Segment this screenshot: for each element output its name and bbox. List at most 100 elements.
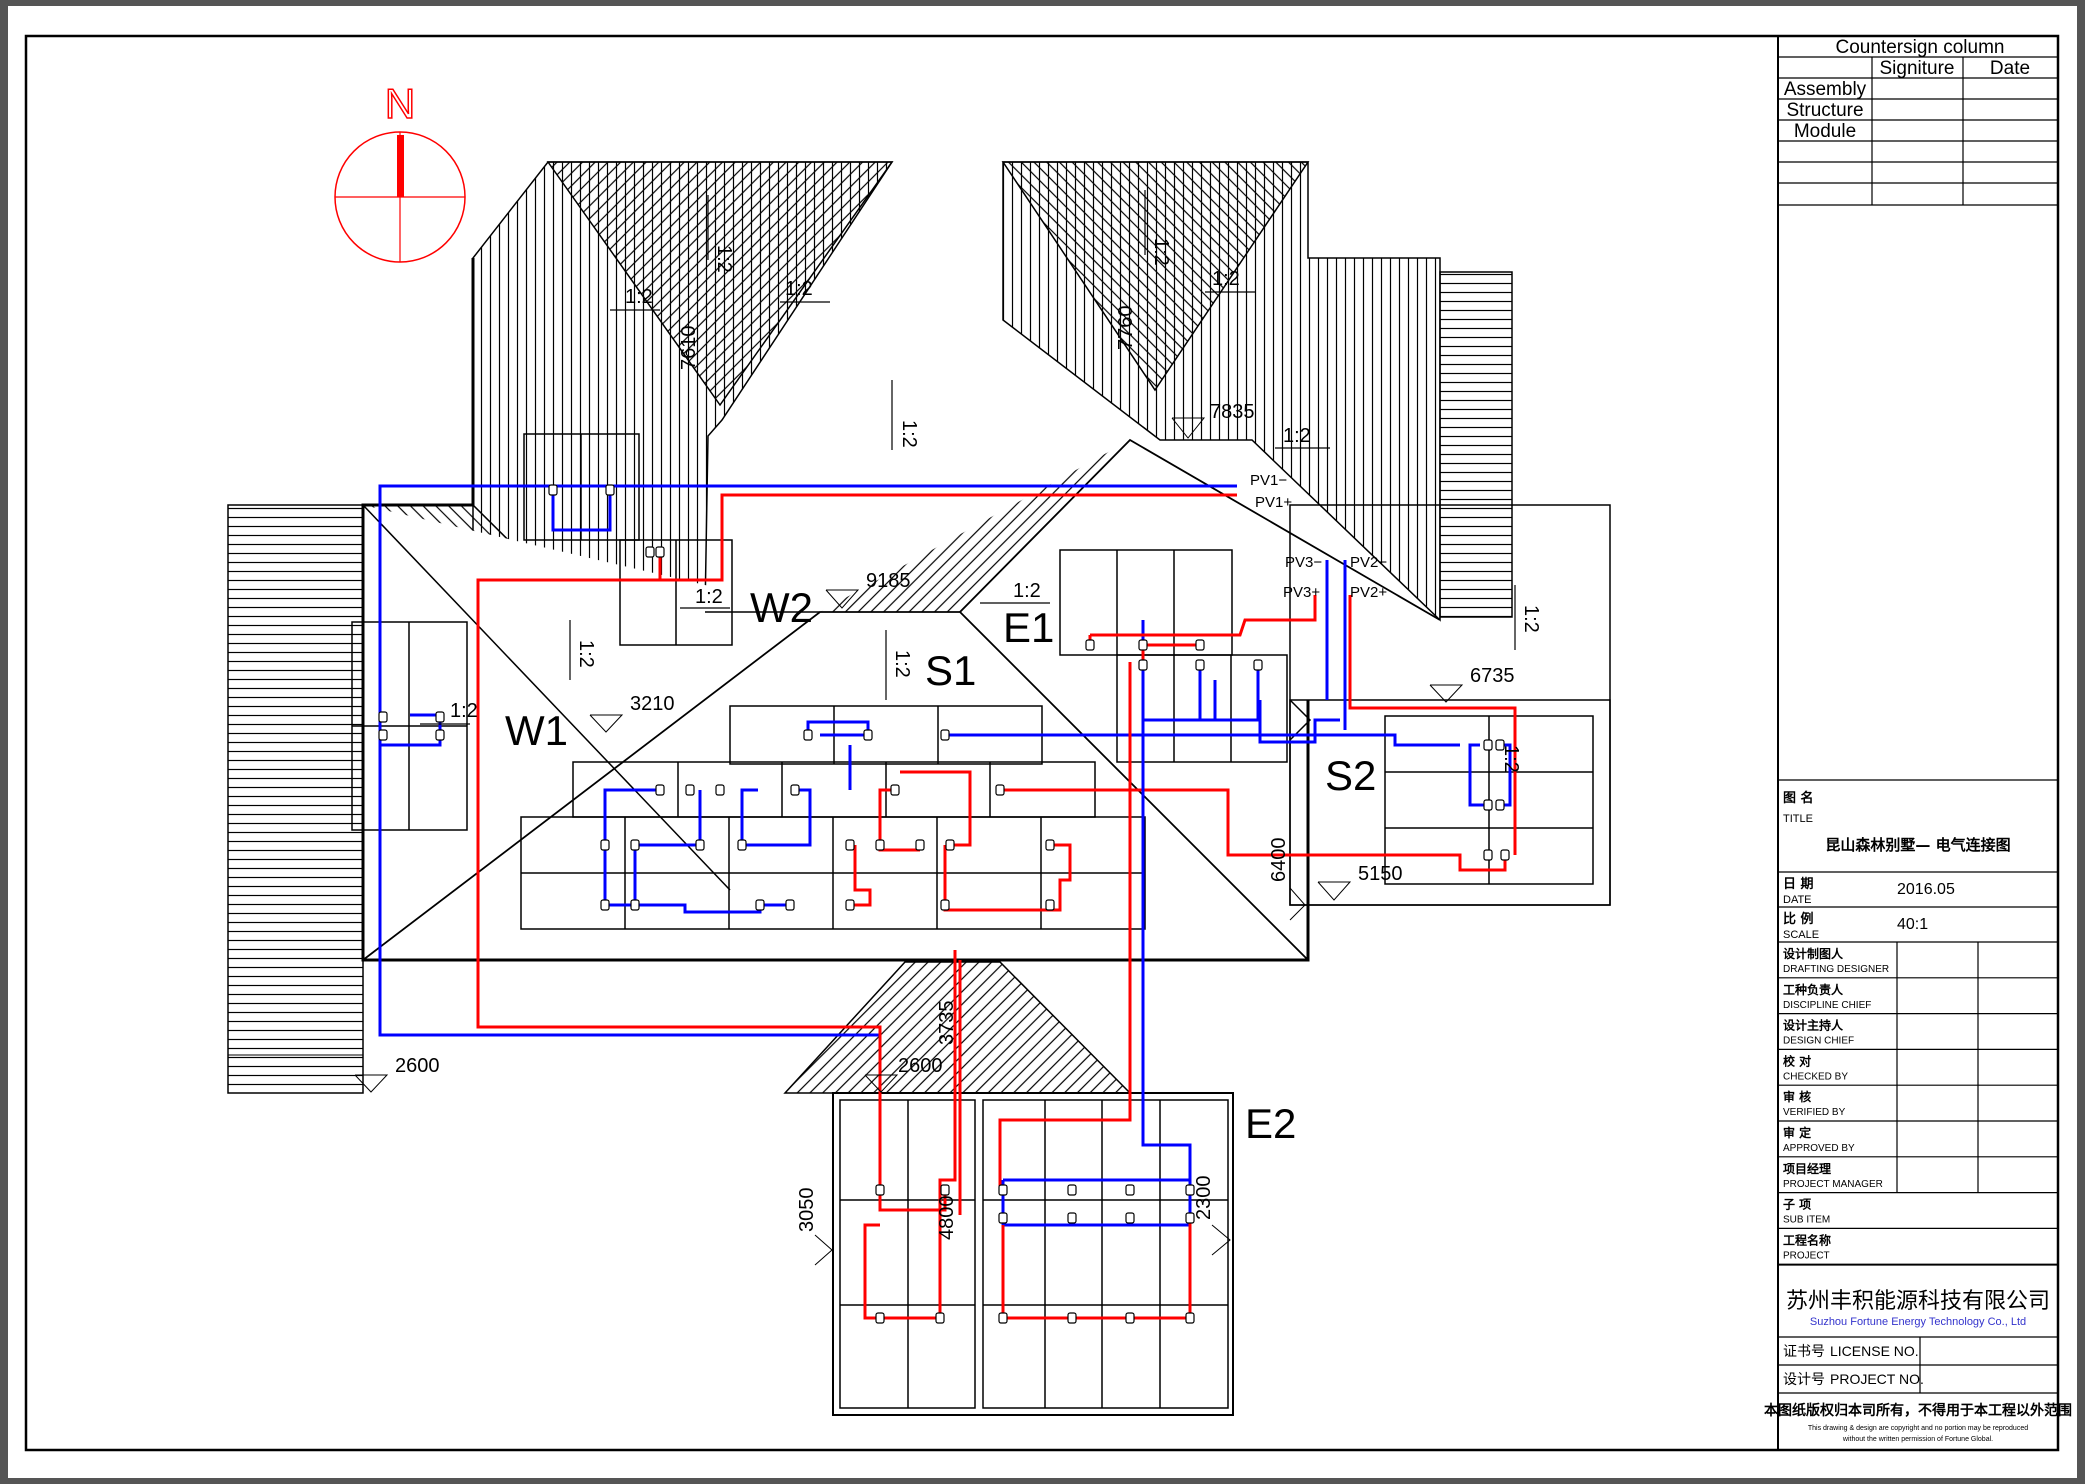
wire-pv2-positive [1348, 595, 1517, 855]
scale-value: 40:1 [1897, 916, 1928, 933]
countersign-title: Countersign column [1836, 37, 2005, 58]
slope-3: 1:2 [1212, 268, 1240, 290]
connector-16 [1138, 659, 1148, 671]
title-label-en: TITLE [1783, 813, 1813, 825]
role-8-cn: 工程名称 [1783, 1232, 1831, 1247]
dim-4800: 4800 [936, 1196, 958, 1241]
wire-w2a-loop [551, 486, 612, 532]
dim-2600-west: 2600 [395, 1055, 440, 1077]
label-pv2-negative: PV2− [1350, 554, 1387, 571]
connector-9 [1483, 739, 1493, 751]
title-block [1777, 36, 2058, 1450]
label-pv1-negative: PV1− [1250, 472, 1287, 489]
connector-37 [785, 899, 795, 911]
connector-34 [600, 899, 610, 911]
connector-48 [935, 1312, 945, 1324]
role-7-cn: 子 项 [1783, 1198, 1811, 1212]
role-1-en: DISCIPLINE CHIEF [1783, 1000, 1871, 1011]
pv-string-labels: PV1− PV1+ PV3− PV2− PV3+ PV2+ [1250, 472, 1387, 601]
connector-7 [863, 729, 873, 741]
connector-0 [548, 484, 558, 496]
company-name-cn: 苏州丰积能源科技有限公司 [1786, 1289, 2050, 1314]
wire-pv3-positive [1090, 595, 1317, 637]
dimensions: 7610 7760 7835 9185 3210 6735 6400 5150 … [354, 306, 1515, 1266]
countersign-table [1778, 56, 2058, 206]
slope-5: 1:2 [695, 586, 723, 608]
north-label: N [385, 80, 415, 127]
connector-38 [845, 899, 855, 911]
slope-4: 1:2 [1283, 425, 1311, 447]
wire-s1-to-s2-red [1000, 788, 1507, 872]
connector-10 [1495, 739, 1505, 751]
wire-s1-red-a [878, 788, 920, 852]
connector-5 [435, 729, 445, 741]
connector-25 [600, 839, 610, 851]
date-label-cn: 日 期 [1783, 877, 1814, 892]
panel-group-e2-left [840, 1100, 975, 1408]
label-pv3-negative: PV3− [1285, 554, 1322, 571]
connector-1 [605, 484, 615, 496]
connector-20 [685, 784, 695, 796]
wire-s1-red-d [850, 845, 872, 907]
section-e1: E1 [1003, 604, 1054, 651]
copyright-cn: 本图纸版权归本司所有，不得用于本工程以外范围 [1764, 1402, 2072, 1419]
connector-22 [790, 784, 800, 796]
project-no-label-en: PROJECT NO. [1830, 1371, 1924, 1387]
license-label-cn: 证书号 [1783, 1344, 1825, 1360]
connector-45 [875, 1184, 885, 1196]
copyright-en-2: without the written permission of Fortun… [1842, 1436, 1993, 1443]
connector-46 [940, 1184, 950, 1196]
dim-6400: 6400 [1268, 838, 1290, 883]
wire-s1-red-b [900, 770, 972, 847]
panel-group-e1b [1116, 654, 1288, 763]
license-label-en: LICENSE NO. [1830, 1343, 1919, 1359]
label-pv3-positive: PV3+ [1283, 584, 1320, 601]
title-label-cn: 图 名 [1783, 790, 1814, 806]
company-name-en: Suzhou Fortune Energy Technology Co., Lt… [1810, 1316, 2026, 1328]
wire-s1-to-s2-blue [945, 733, 1460, 747]
dim-7760: 7760 [1115, 306, 1137, 351]
section-labels: W1 W2 S1 S2 E1 E2 [505, 584, 1376, 1147]
slope-10: 1:2 [898, 420, 920, 448]
connector-18 [1253, 659, 1263, 671]
wire-e1-blue-c [1258, 700, 1340, 744]
countersign-row-structure: Structure [1786, 100, 1863, 121]
company-block: 苏州丰积能源科技有限公司 Suzhou Fortune Energy Techn… [1764, 1289, 2072, 1443]
role-2-en: DESIGN CHIEF [1783, 1036, 1854, 1047]
connector-14 [1138, 639, 1148, 651]
connector-35 [630, 899, 640, 911]
role-0-en: DRAFTING DESIGNER [1783, 964, 1889, 975]
connector-40 [1045, 899, 1055, 911]
connector-15 [1195, 639, 1205, 651]
label-pv1-positive: PV1+ [1255, 494, 1292, 511]
connector-30 [875, 839, 885, 851]
dim-3210: 3210 [630, 693, 675, 715]
connector-39 [940, 899, 950, 911]
connector-56 [1185, 1212, 1195, 1224]
project-no-label-cn: 设计号 [1783, 1372, 1825, 1388]
connector-53 [998, 1212, 1008, 1224]
wire-s2-blue-a [1468, 743, 1490, 807]
connector-59 [1125, 1312, 1135, 1324]
connector-27 [695, 839, 705, 851]
slope-9: 1:2 [1150, 238, 1172, 266]
slope-12: 1:2 [891, 650, 913, 678]
role-5-cn: 审 定 [1783, 1125, 1811, 1140]
role-2-cn: 设计主持人 [1783, 1018, 1844, 1033]
connector-55 [1125, 1212, 1135, 1224]
role-4-cn: 审 核 [1783, 1089, 1811, 1104]
slope-14: 1:2 [1500, 745, 1522, 773]
connector-52 [1185, 1184, 1195, 1196]
connector-60 [1185, 1312, 1195, 1324]
scale-label-en: SCALE [1783, 929, 1819, 941]
slope-6: 1:2 [1013, 580, 1041, 602]
section-s2: S2 [1325, 752, 1376, 799]
dim-5150: 5150 [1358, 863, 1403, 885]
copyright-en-1: This drawing & design are copyright and … [1808, 1425, 2028, 1432]
dim-3735: 3735 [936, 1001, 958, 1046]
connector-28 [737, 839, 747, 851]
connector-57 [998, 1312, 1008, 1324]
connectors [378, 484, 1510, 1324]
connector-4 [435, 711, 445, 723]
